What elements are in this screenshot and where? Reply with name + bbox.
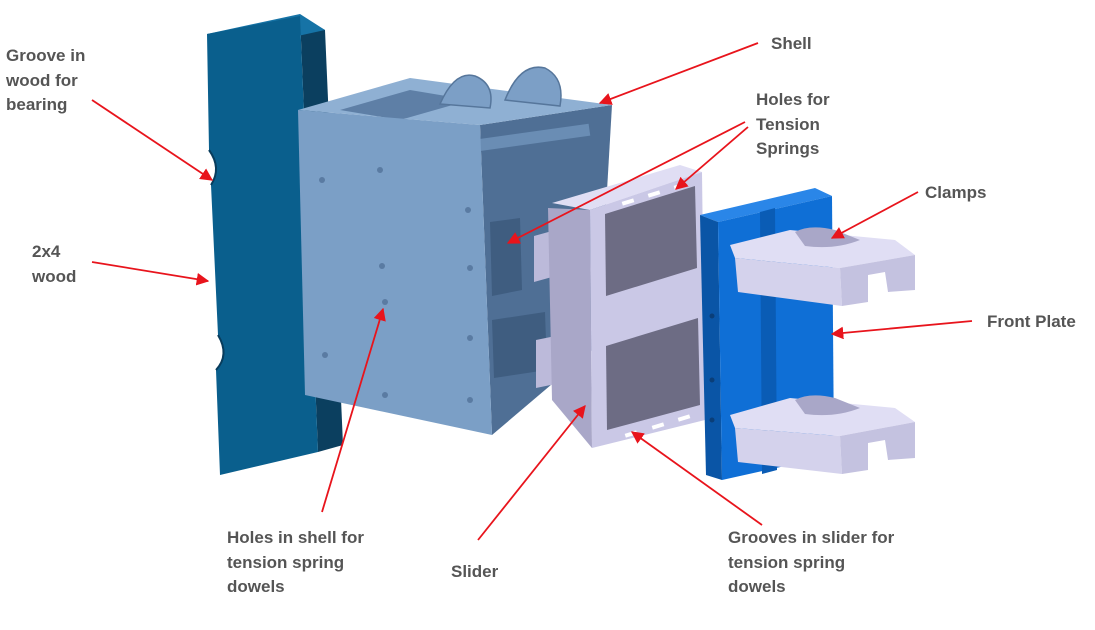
- label-clamps: Clamps: [925, 183, 987, 202]
- arrow-slider: [477, 405, 586, 541]
- clamp-lower-face: [735, 428, 842, 474]
- shell-dowel-holes: [319, 167, 473, 403]
- clamp-upper: [730, 227, 915, 306]
- clamp-lower-jaw: [840, 422, 915, 474]
- clamp-upper-top: [730, 230, 915, 268]
- slider: [534, 165, 705, 448]
- label-groove-in-wood: Groove in wood for bearing: [6, 46, 86, 114]
- shell-side-slot-upper: [490, 218, 522, 296]
- label-2x4-wood: 2x4 wood: [32, 242, 77, 286]
- clamp-lower: [730, 395, 915, 474]
- front-plate-side: [700, 215, 722, 480]
- label-holes-in-shell: Holes in shell for tension spring dowels: [227, 528, 364, 596]
- arrow-grooves-slider: [630, 431, 763, 526]
- slider-side: [548, 208, 592, 448]
- slider-channel-lower: [606, 318, 700, 430]
- arrow-clamps: [830, 191, 919, 239]
- label-shell: Shell: [771, 34, 812, 53]
- label-grooves-in-slider: Grooves in slider for tension spring dow…: [728, 528, 895, 596]
- wood-groove-bottom: [215, 334, 225, 371]
- shell-pin: [469, 123, 591, 153]
- arrow-groove-wood: [91, 99, 214, 181]
- shell: [298, 66, 612, 435]
- callout-arrows: [91, 42, 973, 541]
- slider-channel-upper: [605, 186, 697, 296]
- arrow-shell: [598, 42, 759, 105]
- shell-lug-left: [438, 74, 492, 109]
- front-plate-holes: [709, 313, 715, 423]
- arrow-front-plate: [830, 320, 973, 340]
- slider-rib: [606, 270, 698, 344]
- shell-lug-right: [503, 66, 562, 107]
- wood-groove-top: [208, 149, 217, 186]
- front-plate-top: [700, 188, 832, 222]
- clamp-upper-bore: [795, 227, 860, 248]
- arrow-holes-tension-1: [506, 121, 746, 244]
- clamp-lower-top: [730, 398, 915, 436]
- clamp-lower-bore: [795, 395, 860, 416]
- shell-side-slot-lower: [492, 312, 547, 378]
- label-holes-for-tension-springs: Holes for Tension Springs: [756, 90, 830, 158]
- slider-top: [552, 165, 702, 210]
- shell-face: [298, 110, 492, 435]
- clamp-upper-face: [735, 258, 842, 306]
- wood-block-face: [207, 16, 318, 475]
- arrow-2x4-wood: [91, 261, 210, 286]
- clamp-upper-jaw: [840, 255, 915, 306]
- arrow-holes-tension-2: [675, 126, 749, 190]
- label-front-plate: Front Plate: [987, 312, 1076, 331]
- label-slider: Slider: [451, 562, 499, 581]
- arrow-holes-shell: [321, 307, 386, 513]
- shell-top-opening: [340, 90, 470, 120]
